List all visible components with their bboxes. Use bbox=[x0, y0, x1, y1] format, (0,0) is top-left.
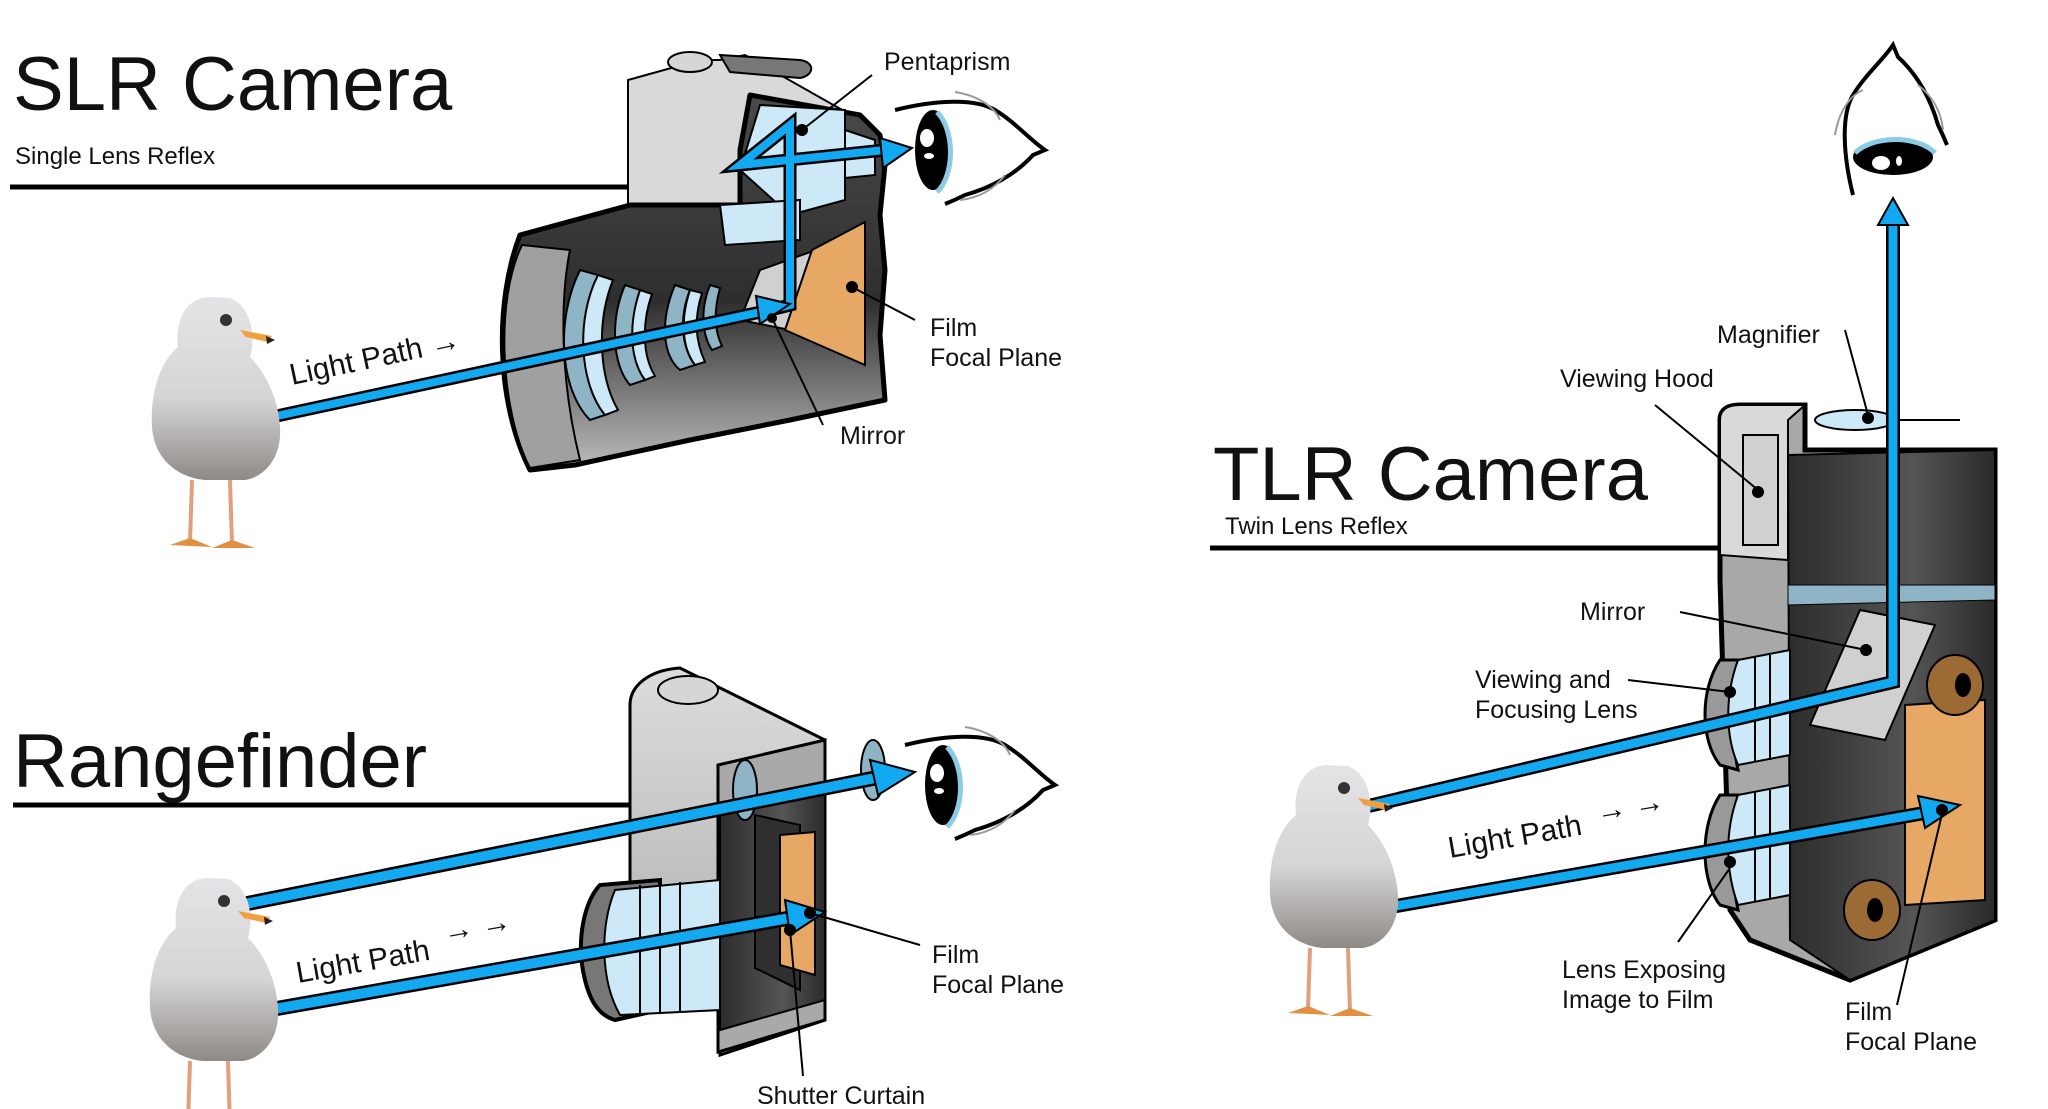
tlr-light-path bbox=[1343, 195, 1963, 922]
label-tlr-focal-plane: Focal Plane bbox=[1845, 1028, 1977, 1056]
eye-icon bbox=[895, 92, 1045, 204]
label-tlr-film: Film bbox=[1845, 998, 1892, 1026]
tlr-light-path-label: Light Path bbox=[1445, 809, 1584, 865]
slr-light-path bbox=[270, 111, 915, 424]
tlr-mirror bbox=[1808, 608, 1937, 742]
label-shutter-curtain: Shutter Curtain bbox=[757, 1082, 925, 1109]
label-pentaprism: Pentaprism bbox=[884, 48, 1010, 76]
film-roll-top bbox=[1926, 654, 1984, 716]
eye-icon bbox=[1835, 45, 1947, 195]
label-rf-film: Film bbox=[932, 941, 979, 969]
seagull-icon bbox=[147, 876, 281, 1109]
arrowhead bbox=[868, 758, 918, 797]
tlr-section: TLR Camera Twin Lens Reflex bbox=[1210, 45, 1998, 1056]
tlr-magnifier bbox=[1814, 409, 1896, 431]
rangefinder-light-path bbox=[238, 758, 918, 1023]
tlr-subtitle: Twin Lens Reflex bbox=[1225, 513, 1408, 540]
label-slr-mirror: Mirror bbox=[840, 422, 905, 450]
label-magnifier: Magnifier bbox=[1717, 321, 1820, 349]
eye-icon bbox=[905, 727, 1055, 839]
arrowhead bbox=[1876, 195, 1910, 226]
label-slr-focal-plane: Focal Plane bbox=[930, 344, 1062, 372]
slr-section: SLR Camera Single Lens Reflex bbox=[10, 42, 1062, 550]
label-tlr-mirror: Mirror bbox=[1580, 598, 1645, 626]
arrowhead bbox=[783, 898, 828, 937]
label-rf-focal-plane: Focal Plane bbox=[932, 971, 1064, 999]
rangefinder-section: Rangefinder bbox=[13, 666, 1064, 1109]
rangefinder-light-path-arrows: → → bbox=[440, 905, 513, 949]
slr-subtitle: Single Lens Reflex bbox=[15, 143, 215, 170]
slr-title: SLR Camera bbox=[13, 42, 453, 127]
seagull-icon bbox=[149, 295, 283, 550]
label-viewing-lens-2: Focusing Lens bbox=[1475, 696, 1638, 724]
arrowhead bbox=[878, 136, 915, 170]
tlr-title: TLR Camera bbox=[1213, 432, 1649, 517]
seagull-icon bbox=[1267, 763, 1401, 1018]
rangefinder-title: Rangefinder bbox=[13, 719, 427, 804]
slr-camera-illustration bbox=[499, 51, 888, 473]
label-viewing-hood: Viewing Hood bbox=[1560, 365, 1714, 393]
film-roll-bottom bbox=[1843, 879, 1901, 941]
label-viewing-lens-1: Viewing and bbox=[1475, 666, 1611, 694]
rangefinder-camera-illustration bbox=[578, 666, 886, 1058]
label-slr-film: Film bbox=[930, 314, 977, 342]
label-taking-lens-1: Lens Exposing bbox=[1562, 956, 1726, 984]
label-taking-lens-2: Image to Film bbox=[1562, 986, 1713, 1014]
tlr-light-path-arrows: → → bbox=[1593, 785, 1666, 829]
